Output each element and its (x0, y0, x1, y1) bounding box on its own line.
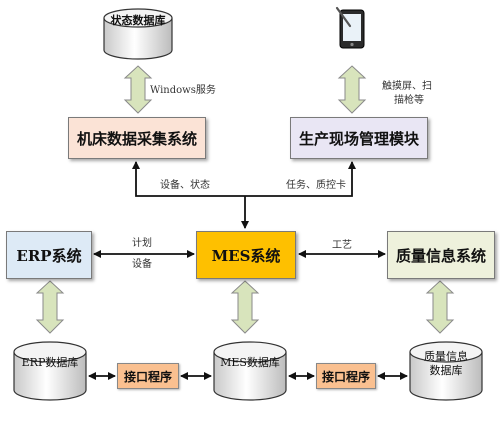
quality-system-box: 质量信息系统 (387, 231, 495, 279)
task-qc-label: 任务、质控卡 (286, 180, 346, 191)
mes-db-icon (213, 341, 287, 401)
windows-service-label: Windows服务 (150, 85, 216, 96)
tablet-icon (335, 6, 365, 49)
double-arrow-quality-db (425, 280, 455, 334)
quality-db-icon (409, 341, 483, 401)
double-arrow-erp-db (35, 280, 65, 334)
erp-db-label: ERP数据库 (21, 356, 79, 369)
touch-device-label-line2: 描枪等 (394, 95, 424, 106)
shopfloor-management-box: 生产现场管理模块 (290, 117, 428, 159)
erp-system-box: ERP系统 (6, 231, 92, 279)
process-label: 工艺 (332, 240, 352, 251)
double-arrow-tablet-shopfloor (337, 65, 367, 114)
double-arrow-status-machine (123, 65, 153, 114)
quality-db-label-line2: 数据库 (429, 364, 463, 377)
erp-db-icon (13, 341, 87, 401)
equipment-status-label: 设备、状态 (160, 180, 210, 191)
interface-program-right: 接口程序 (316, 363, 376, 389)
double-arrow-mes-db (230, 280, 260, 334)
plan-label: 计划 (132, 238, 152, 249)
connector-machine-mes (132, 161, 356, 197)
quality-db-label-line1: 质量信息 (424, 350, 468, 363)
status-db-icon (103, 8, 173, 60)
equipment-label: 设备 (132, 259, 152, 270)
interface-program-left: 接口程序 (117, 363, 179, 389)
touch-device-label-line1: 触摸屏、扫 (382, 81, 432, 92)
mes-db-label: MES数据库 (220, 356, 280, 369)
status-db-label: 状态数据库 (110, 14, 166, 27)
mes-system-box: MES系统 (196, 231, 296, 279)
machine-data-collection-box: 机床数据采集系统 (68, 117, 206, 159)
